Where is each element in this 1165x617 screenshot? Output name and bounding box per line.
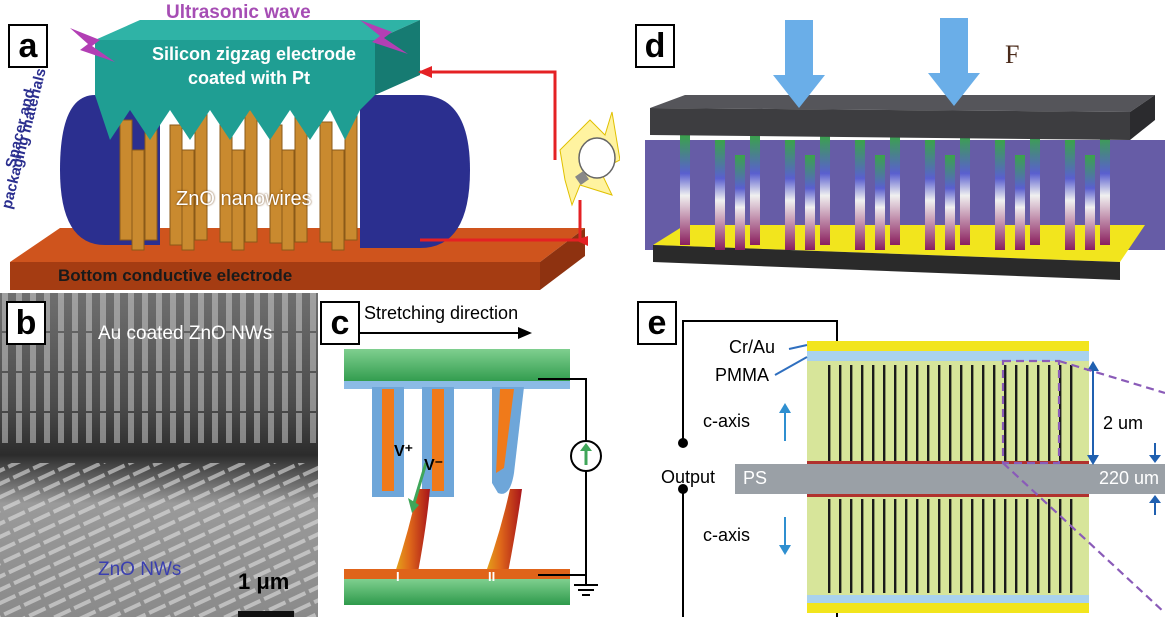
scale-bar bbox=[238, 611, 294, 617]
force-label: F bbox=[1005, 40, 1020, 69]
top-plate bbox=[650, 95, 1155, 112]
zoom-box bbox=[1001, 359, 1165, 614]
au-coated-label: Au coated ZnO NWs bbox=[98, 323, 273, 344]
panel-e-letter: e bbox=[637, 301, 677, 345]
wire-I-label: I bbox=[396, 569, 400, 584]
top-electrode-label-1: Silicon zigzag electrode bbox=[152, 44, 357, 64]
ultrasonic-bolt-right bbox=[360, 20, 408, 54]
thickness-ps-label: 220 um bbox=[1099, 468, 1160, 488]
v-plus-label: V⁺ bbox=[394, 443, 414, 460]
top-cr-au bbox=[807, 341, 1089, 351]
panel-e-circuit bbox=[682, 320, 838, 617]
pmma-label: PMMA bbox=[715, 365, 769, 385]
light-bulb-icon bbox=[559, 111, 620, 207]
top-electrode-label-2: coated with Pt bbox=[188, 68, 311, 88]
panel-b: b Au coated ZnO NWs ZnO NWs 1 μm bbox=[0, 293, 318, 617]
top-electrode-bar bbox=[344, 349, 570, 383]
top-pmma bbox=[807, 351, 1089, 361]
panel-c-illustration bbox=[344, 327, 602, 605]
thickness-nw-label: 2 um bbox=[1103, 413, 1144, 433]
output-label: Output bbox=[661, 467, 716, 487]
stretching-direction-label: Stretching direction bbox=[364, 303, 519, 323]
panel-d: d F bbox=[625, 0, 1165, 292]
panel-a: a Ultrasonic wave Silicon zigzag electro… bbox=[0, 0, 620, 292]
sem-image bbox=[0, 293, 318, 617]
zno-nws-label: ZnO NWs bbox=[98, 559, 182, 580]
top-electrode bbox=[95, 20, 420, 40]
cr-au-label: Cr/Au bbox=[729, 337, 776, 357]
wire-II bbox=[478, 489, 522, 593]
panel-a-illustration bbox=[10, 20, 620, 290]
spacer-right bbox=[360, 95, 470, 248]
bottom-electrode-label: Bottom conductive electrode bbox=[58, 266, 293, 285]
nanowires-label: ZnO nanowires bbox=[176, 188, 312, 210]
c-axis-bottom-label: c-axis bbox=[703, 525, 751, 545]
panel-d-letter: d bbox=[635, 24, 675, 68]
panel-e: e Cr/Au PMMA c-axis Output PS c-axis 2 u… bbox=[615, 293, 1165, 617]
force-arrows bbox=[773, 18, 980, 108]
c-axis-top-label: c-axis bbox=[703, 411, 751, 431]
wire-I bbox=[388, 489, 430, 593]
v-minus-label: V⁻ bbox=[424, 457, 444, 474]
scale-label: 1 μm bbox=[238, 569, 290, 594]
panel-c-circuit bbox=[538, 378, 587, 585]
panel-a-letter: a bbox=[8, 24, 48, 68]
bottom-cr-au bbox=[807, 603, 1089, 613]
panel-e-illustration bbox=[678, 320, 1165, 617]
bottom-electrode-bar bbox=[344, 579, 570, 605]
ultrasonic-label: Ultrasonic wave bbox=[166, 2, 311, 23]
panel-c: c Stretching direction V⁺ V⁻ I II bbox=[318, 293, 608, 617]
layer-pointers bbox=[774, 344, 808, 376]
bottom-pmma bbox=[807, 595, 1089, 603]
ground-icon bbox=[574, 584, 598, 596]
zno-nanowires bbox=[119, 109, 358, 251]
panel-b-letter: b bbox=[6, 301, 46, 345]
panel-c-letter: c bbox=[320, 301, 360, 345]
wire-II-label: II bbox=[488, 569, 496, 584]
ultrasonic-bolt-left bbox=[70, 28, 115, 62]
panel-d-illustration bbox=[645, 18, 1165, 280]
nanowire-array bbox=[680, 135, 1110, 250]
ps-label: PS bbox=[743, 468, 768, 488]
stretch-arrow-head bbox=[518, 327, 532, 339]
ps-layer bbox=[735, 464, 1165, 494]
